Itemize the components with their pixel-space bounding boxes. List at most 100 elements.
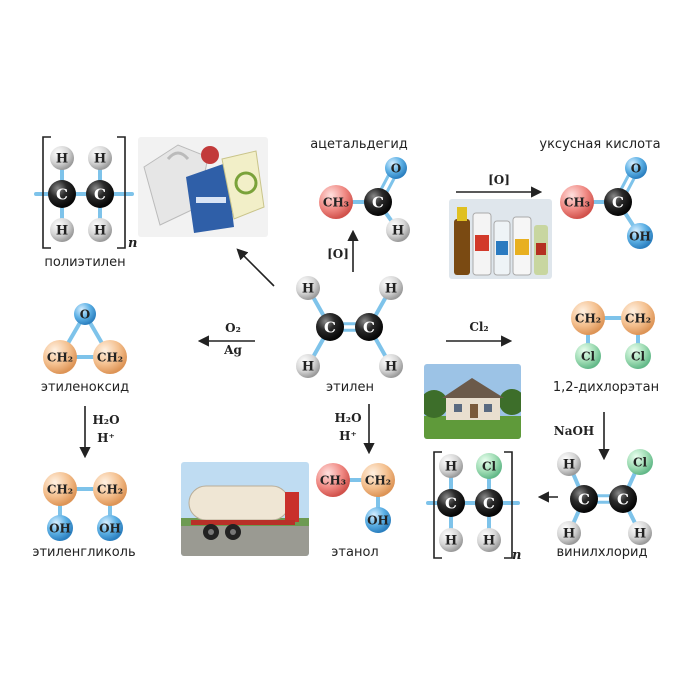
- ethanol-label: этанол: [331, 545, 379, 560]
- ethylene-h1-sphere: [296, 276, 320, 300]
- vinyl-chloride-c1-symbol: C: [578, 490, 590, 508]
- acetic-acid-c-sphere: [604, 188, 632, 216]
- vinyl-chloride-c2-symbol: C: [617, 490, 629, 508]
- acetaldehyde-h-sphere: [386, 218, 410, 242]
- ethylene-h2: H: [379, 276, 403, 300]
- ethanol-ch2-symbol: CH₂: [365, 473, 391, 487]
- tanker-truck-photo: [181, 462, 309, 556]
- dichloroethane-ch2-2-symbol: CH₂: [625, 311, 651, 325]
- acetaldehyde-c: C: [364, 188, 392, 216]
- polyethylene-c2-sphere: [86, 180, 114, 208]
- pvc-bracket-left: [433, 451, 442, 559]
- ethylene-h1: H: [296, 276, 320, 300]
- ethylene-oxide-ch2-2-symbol: CH₂: [97, 350, 123, 364]
- ethanol-ch3-symbol: CH₃: [320, 473, 346, 487]
- dichloroethane-cl2: Cl: [625, 343, 651, 369]
- polyethylene-bracket-right: [117, 136, 126, 249]
- ethylene-glycol-oh1: OH: [47, 515, 73, 541]
- pvc-cl-symbol: Cl: [482, 459, 497, 473]
- pvc-h2: H: [439, 528, 463, 552]
- ethylene-glycol-oh1-sphere: [47, 515, 73, 541]
- acetaldehyde-h-symbol: H: [392, 224, 404, 239]
- acetic-acid-ch3-symbol: CH₃: [564, 195, 590, 209]
- polyethylene-c2: C: [86, 180, 114, 208]
- polyvinylchloride-index-n: n: [512, 548, 522, 563]
- pvc-c2: C: [475, 489, 503, 517]
- acetic-acid-ch3-sphere: [560, 185, 594, 219]
- ethylene-oxide-o-symbol: O: [80, 307, 90, 321]
- vinyl-chloride-c2-sphere: [609, 485, 637, 513]
- ethylene-glycol-ch2-1-sphere: [43, 472, 77, 506]
- ethanol-ch2-sphere: [361, 463, 395, 497]
- ethylene-h4-symbol: H: [385, 360, 397, 375]
- ethylene-h3-sphere: [296, 354, 320, 378]
- ethylene-oxide-ch2-1: CH₂: [43, 340, 77, 374]
- polyethylene-h4: H: [88, 218, 112, 242]
- ethylene-oxide-ch2-2-sphere: [93, 340, 127, 374]
- plastic-bags-photo: [138, 137, 268, 237]
- brackets-layer: [42, 136, 513, 559]
- ethylene-c1: C: [316, 313, 344, 341]
- dichloroethane-cl1-symbol: Cl: [581, 349, 596, 363]
- arrows-layer: [79, 186, 610, 503]
- polyethylene-label: полиэтилен: [44, 255, 126, 270]
- ethanol-ch3-sphere: [316, 463, 350, 497]
- ethylene-h1-symbol: H: [302, 282, 314, 297]
- ethylene-glycol-label: этиленгликоль: [32, 545, 136, 560]
- reagent-o2: O₂: [225, 321, 241, 335]
- polyethylene-index-n: n: [128, 236, 138, 251]
- pvc-c1: C: [437, 489, 465, 517]
- pvc-cl: Cl: [476, 453, 502, 479]
- vinyl-chloride-h1-sphere: [557, 452, 581, 476]
- reagent-naoh: NaOH: [553, 424, 595, 438]
- acetic-acid-o: O: [625, 157, 647, 179]
- ethanol-oh-symbol: OH: [367, 513, 389, 527]
- ethanol-oh-sphere: [365, 507, 391, 533]
- ethanol-oh: OH: [365, 507, 391, 533]
- pvc-h2-sphere: [439, 528, 463, 552]
- polyethylene-h1-symbol: H: [56, 152, 68, 167]
- vinyl-chloride-c2: C: [609, 485, 637, 513]
- ethylene-h4-sphere: [379, 354, 403, 378]
- acetaldehyde-c-symbol: C: [372, 193, 384, 211]
- acetaldehyde-ch3-symbol: CH₃: [323, 195, 349, 209]
- acetaldehyde-ch3: CH₃: [319, 185, 353, 219]
- pvc-c2-sphere: [475, 489, 503, 517]
- dichloroethane-cl2-sphere: [625, 343, 651, 369]
- ethylene-glycol-ch2-2-symbol: CH₂: [97, 482, 123, 496]
- acetic-acid-o-sphere: [625, 157, 647, 179]
- acetaldehyde-o-sphere: [385, 157, 407, 179]
- ethylene-oxide-ch2-2: CH₂: [93, 340, 127, 374]
- pvc-c1-symbol: C: [445, 494, 457, 512]
- ethylene-c2: C: [355, 313, 383, 341]
- ethylene-glycol-ch2-1-symbol: CH₂: [47, 482, 73, 496]
- ethylene-oxide-ch2-1-symbol: CH₂: [47, 350, 73, 364]
- reagent-h2o-ethanol: H₂O: [334, 411, 362, 425]
- polyethylene-bracket-left: [42, 136, 51, 249]
- dichloroethane-label: 1,2-дихлорэтан: [552, 380, 660, 395]
- reagent-oxidation-2: [O]: [488, 173, 510, 187]
- polyethylene-c1-sphere: [48, 180, 76, 208]
- pvc-h3-sphere: [477, 528, 501, 552]
- vinyl-chloride-c1: C: [570, 485, 598, 513]
- acetic-acid-c-symbol: C: [612, 193, 624, 211]
- reagent-hplus-glycol: H⁺: [97, 431, 115, 445]
- vinyl-chloride-h1-symbol: H: [563, 458, 575, 473]
- pvc-bracket-right: [504, 451, 513, 559]
- reagent-oxidation-1: [O]: [327, 247, 349, 261]
- ethylene-c1-symbol: C: [324, 318, 336, 336]
- vinyl-chloride-cl-sphere: [627, 449, 653, 475]
- ethylene-c2-symbol: C: [363, 318, 375, 336]
- vinyl-chloride-h2-sphere: [557, 521, 581, 545]
- ethylene-oxide-o-sphere: [74, 303, 96, 325]
- dichloroethane-cl1: Cl: [575, 343, 601, 369]
- acetic-acid-label: уксусная кислота: [539, 137, 661, 152]
- ethanol-ch3: CH₃: [316, 463, 350, 497]
- acetaldehyde-h: H: [386, 218, 410, 242]
- ethylene-oxide-label: этиленоксид: [40, 380, 130, 395]
- polyethylene-h4-sphere: [88, 218, 112, 242]
- polyethylene-c1-symbol: C: [56, 185, 68, 203]
- ethylene-c2-sphere: [355, 313, 383, 341]
